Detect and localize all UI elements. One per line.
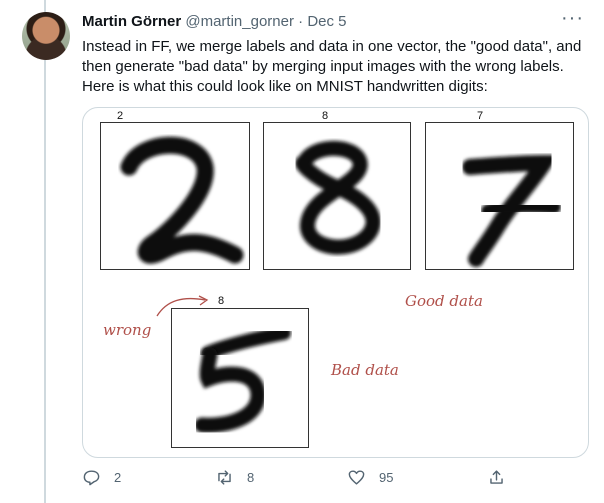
panel-label: 7 <box>476 110 484 122</box>
retweet-button[interactable]: 8 <box>215 468 254 487</box>
separator: · <box>298 13 304 30</box>
retweet-count: 8 <box>247 470 255 485</box>
like-count: 95 <box>379 470 394 485</box>
digit-image <box>100 122 250 270</box>
annotation-bad-data: Bad data <box>331 361 399 379</box>
ellipsis-icon[interactable]: ··· <box>561 7 584 29</box>
retweet-icon <box>218 470 231 485</box>
author-name[interactable]: Martin Görner <box>82 13 182 30</box>
annotation-wrong: wrong <box>103 321 152 339</box>
annotation-good-data: Good data <box>405 292 483 310</box>
digit-image <box>171 308 309 448</box>
reply-count: 2 <box>114 470 122 485</box>
share-icon <box>490 470 503 484</box>
thread-line <box>44 0 46 503</box>
avatar[interactable] <box>22 12 70 60</box>
panel-label: 8 <box>217 295 225 307</box>
panel-label: 2 <box>116 110 124 122</box>
digit-image <box>263 122 411 270</box>
tweet-actions: 2 8 95 <box>82 468 522 492</box>
tweet-media[interactable]: 2 8 7 8 wrong <box>82 107 589 458</box>
digit-image <box>425 122 574 270</box>
tweet-text: Instead in FF, we merge labels and data … <box>82 38 582 95</box>
author-handle[interactable]: @martin_gorner <box>185 13 294 30</box>
tweet-header: Martin Görner @martin_gorner · Dec 5 ··· <box>82 7 584 33</box>
reply-button[interactable]: 2 <box>82 468 121 487</box>
tweet-date[interactable]: Dec 5 <box>307 13 347 30</box>
wrong-arrow-icon <box>156 295 209 317</box>
heart-icon <box>348 470 365 485</box>
like-button[interactable]: 95 <box>347 468 393 487</box>
reply-icon <box>83 470 100 486</box>
share-button[interactable] <box>487 468 519 487</box>
panel-label: 8 <box>321 110 329 122</box>
